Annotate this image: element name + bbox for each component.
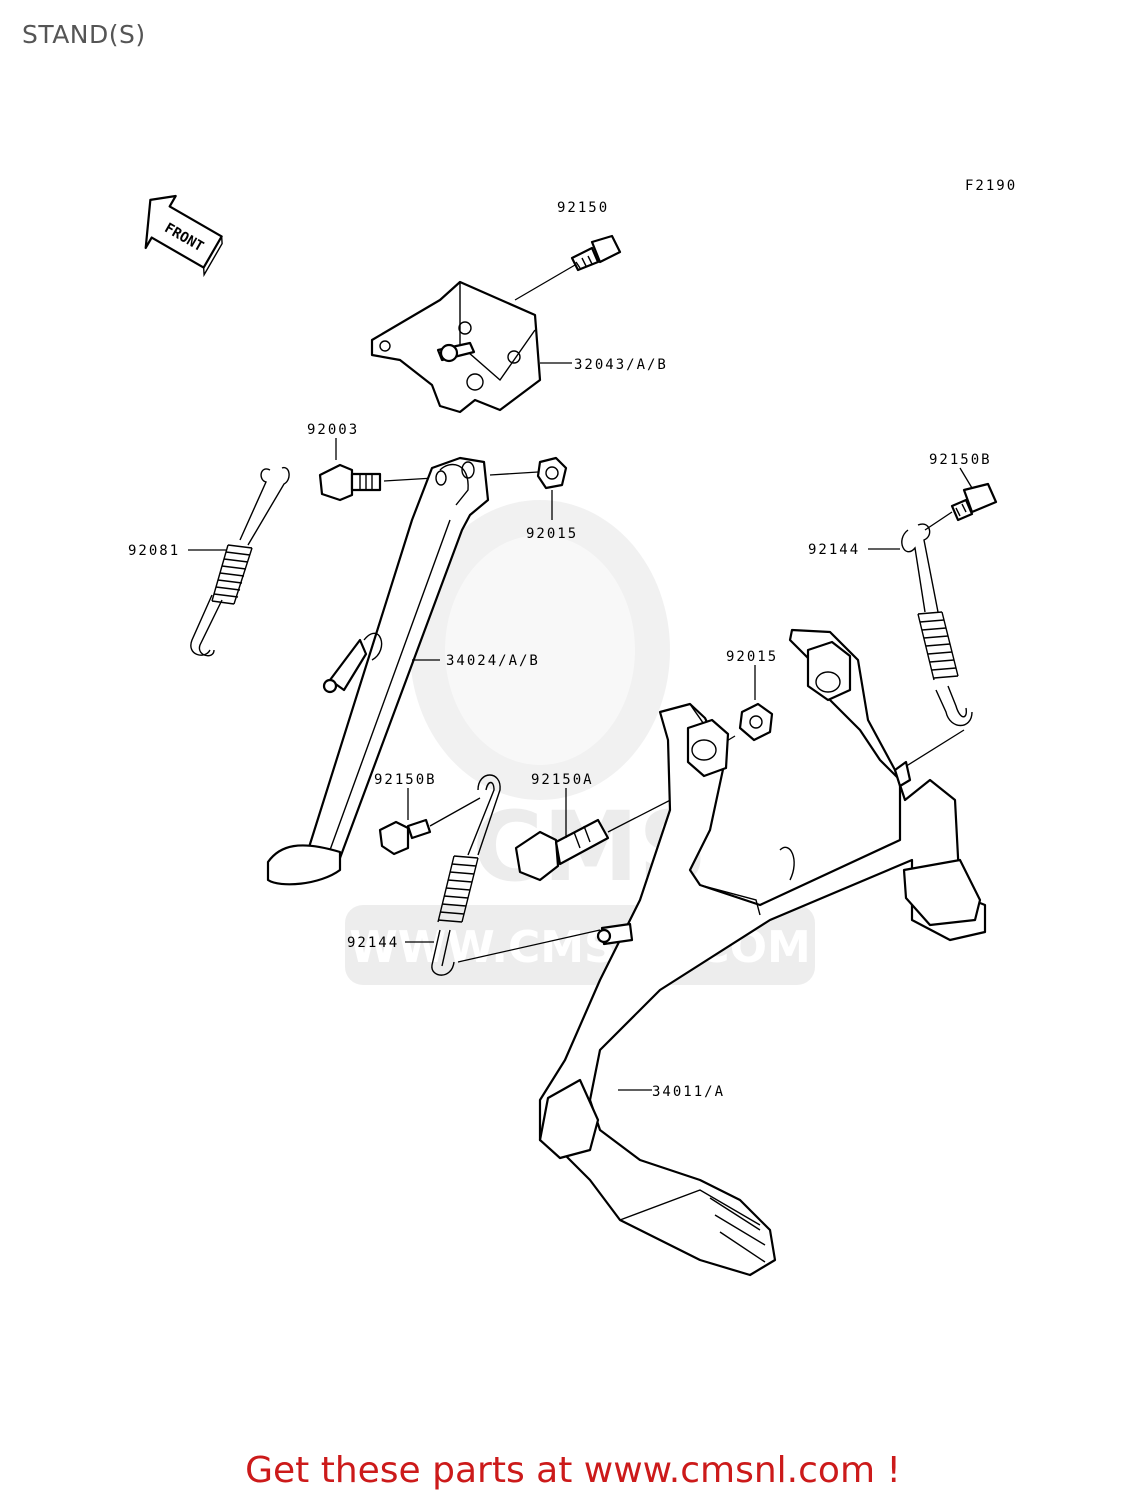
- nut-92015-mid: [738, 702, 774, 742]
- spring-coils-92144-left: [437, 855, 479, 923]
- bolt-92150A: [514, 818, 610, 882]
- label-34024: 34024/A/B: [446, 653, 540, 669]
- label-32043: 32043/A/B: [574, 357, 668, 373]
- label-34011: 34011/A: [652, 1084, 725, 1100]
- watermark-logo: CMS WWW.CMSNL.COM: [345, 500, 815, 985]
- page-title: STAND(S): [22, 20, 146, 49]
- diagram-code: F2190: [965, 178, 1017, 194]
- label-92081: 92081: [128, 543, 180, 559]
- label-92015-mid: 92015: [726, 649, 778, 665]
- label-92150: 92150: [557, 200, 609, 216]
- bracket-32043: [370, 280, 542, 414]
- label-92015-top: 92015: [526, 526, 578, 542]
- spring-92081: [190, 466, 290, 657]
- bolt-92003: [318, 463, 382, 502]
- label-92003: 92003: [307, 422, 359, 438]
- label-92150B-right: 92150B: [929, 452, 992, 468]
- bolt-92150B-left: [378, 818, 432, 856]
- main-stand-34011: [538, 628, 987, 1277]
- label-92144-left: 92144: [347, 935, 399, 951]
- nut-92015-top: [536, 456, 568, 490]
- front-arrow-icon: FRONT: [144, 194, 223, 278]
- footer-cta-link[interactable]: Get these parts at www.cmsnl.com !: [245, 1450, 901, 1491]
- spring-92144-left: [431, 774, 501, 976]
- label-92144-right: 92144: [808, 542, 860, 558]
- label-92150A: 92150A: [531, 772, 594, 788]
- side-stand-34024: [266, 456, 490, 886]
- spring-coils-92081: [211, 544, 253, 605]
- label-92150B-left: 92150B: [374, 772, 437, 788]
- spring-coils-92144-right: [917, 611, 959, 681]
- bolt-92150B-right: [950, 482, 998, 522]
- spring-92144-right: [901, 523, 973, 727]
- bolt-92150: [570, 234, 622, 272]
